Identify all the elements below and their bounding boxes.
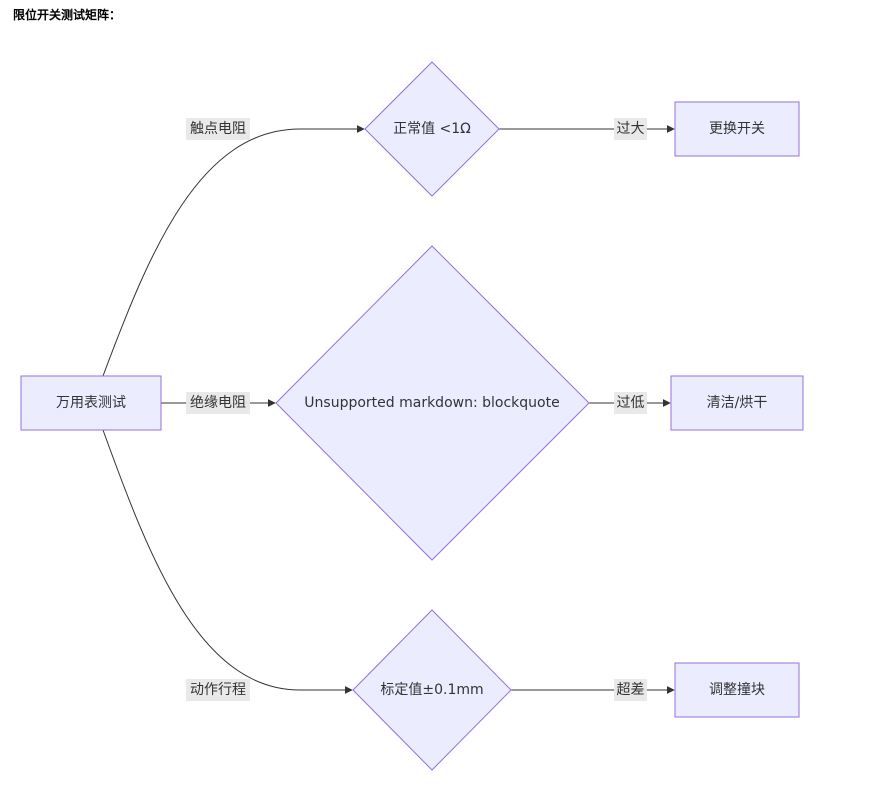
edge-label-too-large: 过大 bbox=[614, 118, 647, 140]
node-action-replace-label: 更换开关 bbox=[709, 120, 765, 137]
diagram-heading: 限位开关测试矩阵： bbox=[13, 8, 122, 22]
edge-labels: 触点电阻 绝缘电阻 动作行程 过大 过低 超差 bbox=[186, 118, 647, 701]
svg-text:过低: 过低 bbox=[617, 395, 645, 411]
node-start-label: 万用表测试 bbox=[56, 395, 126, 411]
node-action-adjust[interactable]: 调整撞块 bbox=[674, 662, 800, 718]
svg-text:过大: 过大 bbox=[617, 121, 645, 137]
node-check-travel[interactable]: 标定值±0.1mm bbox=[352, 609, 512, 771]
edge-label-insulation-resistance: 绝缘电阻 bbox=[186, 392, 250, 414]
node-action-clean[interactable]: 清洁/烘干 bbox=[670, 375, 804, 431]
node-check-contact-label: 正常值 <1Ω bbox=[393, 121, 471, 137]
edge-start-to-travel bbox=[102, 429, 353, 694]
edge-label-travel: 动作行程 bbox=[186, 679, 250, 701]
node-action-clean-label: 清洁/烘干 bbox=[707, 395, 768, 411]
edge-start-to-contact bbox=[102, 125, 365, 377]
edge-label-too-low: 过低 bbox=[614, 392, 647, 414]
node-check-contact[interactable]: 正常值 <1Ω bbox=[364, 61, 500, 197]
svg-text:触点电阻: 触点电阻 bbox=[190, 121, 246, 137]
node-action-adjust-label: 调整撞块 bbox=[709, 682, 765, 698]
edge-label-contact-resistance: 触点电阻 bbox=[186, 118, 250, 140]
node-check-travel-label: 标定值±0.1mm bbox=[380, 682, 483, 698]
svg-text:绝缘电阻: 绝缘电阻 bbox=[190, 395, 246, 411]
node-start[interactable]: 万用表测试 bbox=[20, 375, 162, 431]
edge-label-out-of-tolerance: 超差 bbox=[614, 679, 647, 701]
node-check-insulation[interactable]: Unsupported markdown: blockquote bbox=[275, 245, 590, 561]
svg-text:动作行程: 动作行程 bbox=[190, 682, 246, 698]
node-check-insulation-label: Unsupported markdown: blockquote bbox=[304, 395, 559, 411]
node-action-replace[interactable]: 更换开关 bbox=[674, 101, 800, 157]
svg-text:超差: 超差 bbox=[617, 682, 645, 698]
